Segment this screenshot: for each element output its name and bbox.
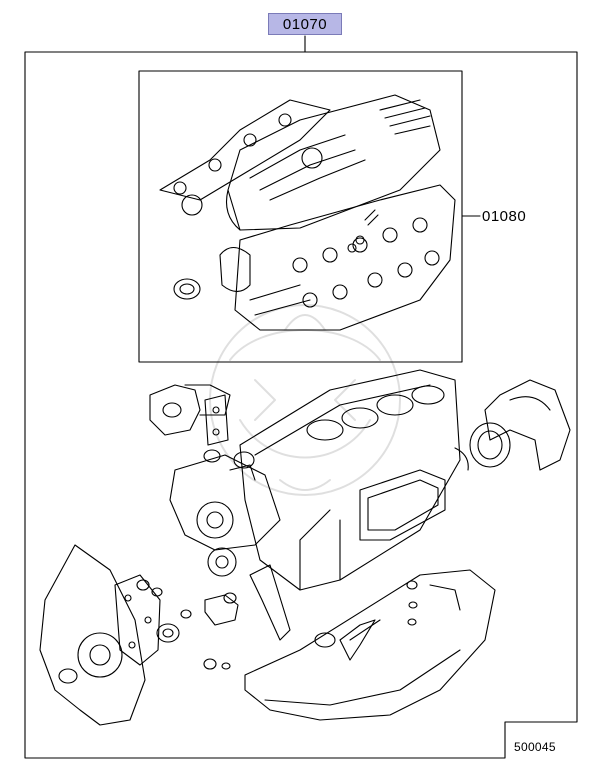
- inner-frame: [138, 70, 481, 363]
- water-outlet-gaskets: [203, 449, 255, 469]
- water-pump: [169, 454, 281, 551]
- camshaft-seal: [173, 278, 201, 300]
- thermostat-housing: [149, 384, 231, 436]
- exhaust-gasket: [219, 209, 379, 293]
- cylinder-block: [239, 369, 461, 591]
- oil-pan-gasket: [249, 564, 376, 661]
- front-seals: [58, 579, 192, 684]
- rear-main-seal: [469, 422, 511, 468]
- part-number-01080-label[interactable]: 01080: [482, 208, 527, 225]
- intake-manifold-gasket: [159, 99, 331, 216]
- rear-oil-seal-housing: [484, 379, 571, 471]
- misc-small-parts: [223, 447, 469, 641]
- idler-pulley: [204, 547, 239, 626]
- thermostat-gasket: [204, 394, 229, 446]
- drain-plug-and-washers: [203, 580, 418, 670]
- valve-cover: [225, 94, 441, 231]
- part-number-01070-label[interactable]: 01070: [268, 13, 342, 35]
- figure-number: 500045: [514, 740, 556, 754]
- timing-cover: [39, 544, 146, 726]
- oil-pan: [244, 569, 496, 721]
- outer-frame: [24, 35, 578, 759]
- head-gasket: [234, 184, 456, 331]
- front-case-gasket: [114, 574, 161, 666]
